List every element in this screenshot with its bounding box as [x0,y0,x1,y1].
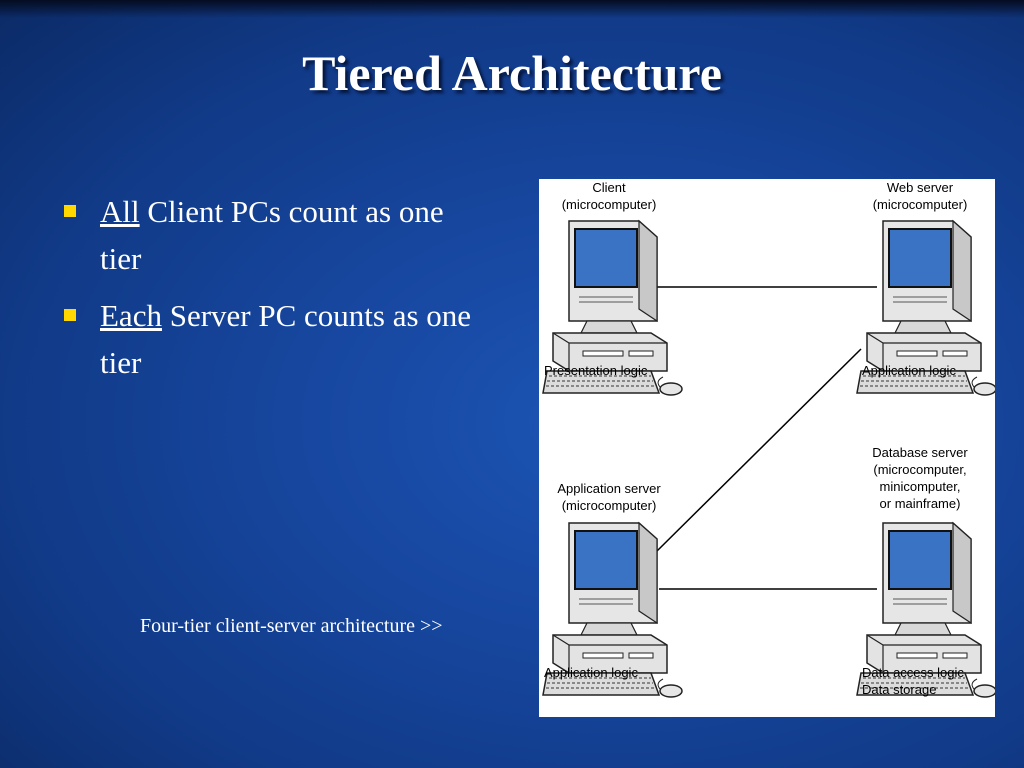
client-label: Client (microcomputer) [561,180,657,212]
link-webserver-appserver [656,348,862,552]
web-server-label: Web server (microcomputer) [872,180,968,212]
web-server-role: Application logic [862,363,956,378]
bullet-item: Each Server PC counts as one tier [60,292,480,386]
bullet-text: Client PCs count as one tier [100,194,444,276]
application-server-label: Application server (microcomputer) [557,481,661,513]
application-server-role: Application logic [544,665,638,680]
bullet-emphasis: Each [100,298,162,333]
square-bullet-icon [64,205,76,217]
client-role: Presentation logic [544,363,648,378]
slide-title: Tiered Architecture [302,45,722,101]
database-server-role: Data access logic Data storage [862,665,964,697]
figure-caption: Four-tier client-server architecture >> [140,615,443,637]
database-server-label: Database server (microcomputer, minicomp… [872,445,968,511]
top-band [0,0,1024,18]
diagram-canvas [542,220,995,698]
architecture-diagram: Client (microcomputer) Presentation logi… [539,179,995,717]
square-bullet-icon [64,309,76,321]
bullet-emphasis: All [100,194,140,229]
bullet-text: Server PC counts as one tier [100,298,472,380]
bullet-item: All Client PCs count as one tier [60,188,480,282]
bullet-list: All Client PCs count as one tier Each Se… [60,188,480,396]
